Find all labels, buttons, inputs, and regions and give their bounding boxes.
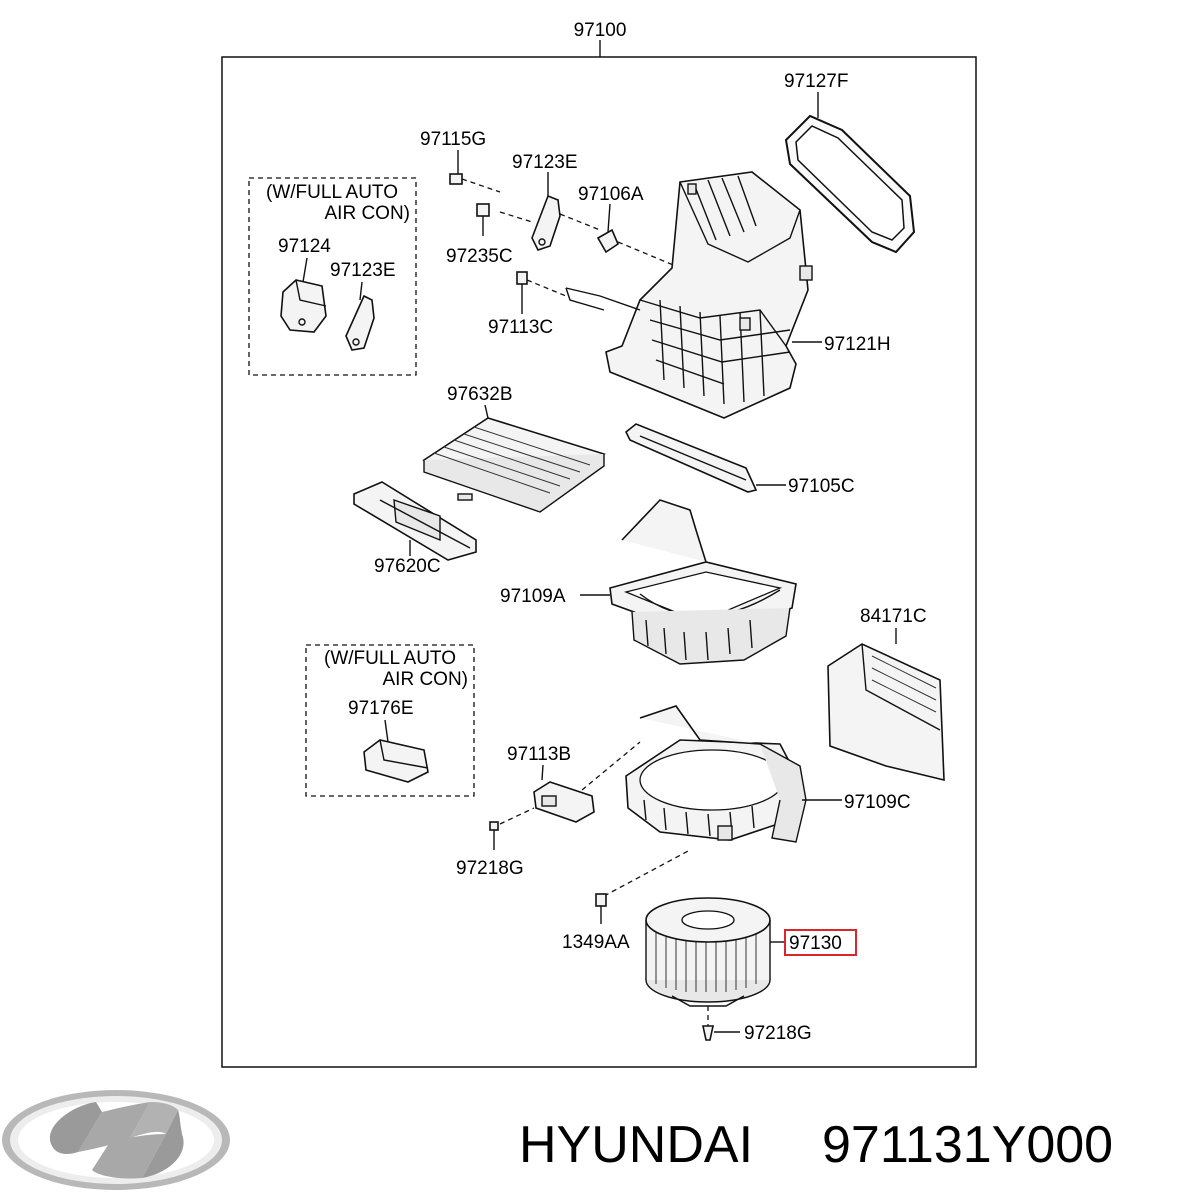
label-97113B: 97113B bbox=[507, 744, 571, 765]
label-97127F: 97127F bbox=[784, 71, 848, 92]
label-84171C: 84171C bbox=[860, 606, 927, 627]
clip-97113C bbox=[516, 271, 567, 314]
label-97105C: 97105C bbox=[788, 476, 855, 497]
label-97130: 97130 bbox=[789, 933, 842, 954]
label-97123E-top: 97123E bbox=[512, 152, 578, 173]
screw-97218G-bottom bbox=[702, 1006, 740, 1041]
label-97115G: 97115G bbox=[420, 129, 486, 150]
assembly-label: 97100 bbox=[574, 20, 627, 41]
blower-case-upper-97109A bbox=[609, 499, 797, 665]
label-1349AA: 1349AA bbox=[562, 932, 630, 953]
label-97620C: 97620C bbox=[374, 556, 441, 577]
option-box-2-line1: (W/FULL AUTO bbox=[324, 648, 456, 669]
label-97218G-bottom: 97218G bbox=[744, 1023, 812, 1044]
cabin-filter-97632B bbox=[422, 417, 606, 513]
label-97106A: 97106A bbox=[578, 184, 644, 205]
option-box-2 bbox=[305, 644, 475, 797]
pin-97115G bbox=[449, 173, 501, 193]
label-97235C: 97235C bbox=[446, 246, 513, 267]
option-box-1-line2: AIR CON) bbox=[325, 203, 411, 224]
sector-97123E-top bbox=[499, 194, 601, 251]
screw-97218G-left bbox=[489, 821, 499, 850]
label-97121H: 97121H bbox=[824, 334, 891, 355]
label-97176E: 97176E bbox=[348, 698, 414, 719]
option-box-1-line1: (W/FULL AUTO bbox=[266, 182, 398, 203]
label-97109C: 97109C bbox=[844, 792, 911, 813]
clip-97235C bbox=[476, 203, 490, 236]
duct-84171C bbox=[827, 643, 945, 782]
blower-case-lower-97109C bbox=[625, 705, 807, 843]
label-97123E-left: 97123E bbox=[330, 260, 396, 281]
label-97632B: 97632B bbox=[447, 384, 513, 405]
hyundai-logo bbox=[2, 1090, 230, 1190]
blower-motor-97130 bbox=[645, 897, 771, 1007]
door-97105C bbox=[624, 423, 758, 493]
diagram-frame bbox=[221, 56, 977, 1068]
intake-case-97121H bbox=[565, 171, 813, 419]
actuator-97124 bbox=[280, 257, 327, 333]
sector-97123E-left bbox=[345, 281, 375, 351]
highlight-97130 bbox=[784, 929, 857, 956]
resistor-97113B bbox=[499, 741, 641, 825]
part-number: 971131Y000 bbox=[822, 1116, 1113, 1174]
gasket-97127F bbox=[784, 114, 916, 254]
bracket-97620C bbox=[353, 481, 477, 561]
label-97218G-left: 97218G bbox=[456, 858, 524, 879]
option-box-2-line2: AIR CON) bbox=[383, 669, 469, 690]
label-97113C: 97113C bbox=[488, 317, 553, 338]
label-97109A: 97109A bbox=[500, 586, 566, 607]
brand-name: HYUNDAI bbox=[519, 1116, 753, 1174]
option-box-1 bbox=[248, 177, 417, 376]
module-97176E bbox=[363, 739, 429, 783]
clip-1349AA bbox=[595, 849, 691, 924]
label-97124: 97124 bbox=[278, 236, 331, 257]
